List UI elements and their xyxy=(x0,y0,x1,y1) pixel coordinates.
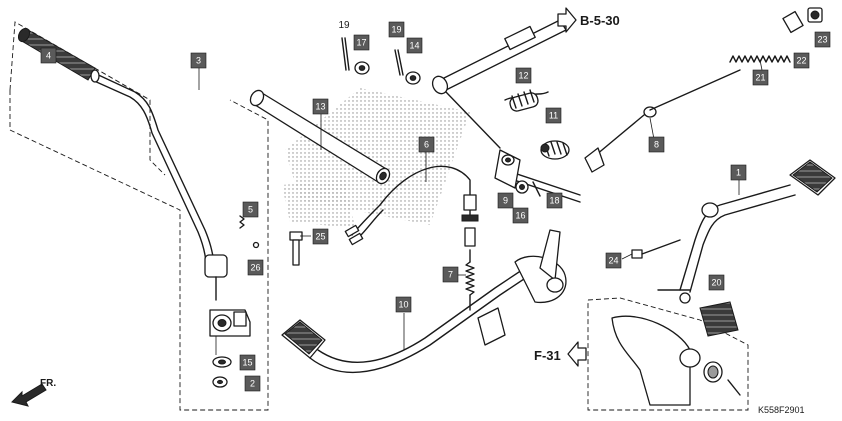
callout-17: 17 xyxy=(353,34,370,51)
washer-17 xyxy=(354,61,370,75)
svg-text:26: 26 xyxy=(250,263,260,273)
svg-text:22: 22 xyxy=(796,56,806,66)
callout-9: 9 xyxy=(497,192,514,209)
kick-arm xyxy=(90,69,228,301)
adjust-nut-23 xyxy=(807,7,823,23)
shading-patches xyxy=(282,88,470,228)
svg-text:25: 25 xyxy=(315,232,325,242)
callout-5: 5 xyxy=(242,201,259,218)
callout-26: 26 xyxy=(247,259,264,276)
callout-4: 4 xyxy=(40,47,57,64)
svg-text:4: 4 xyxy=(46,51,51,61)
pivot-boss xyxy=(209,309,251,337)
pin-19-left xyxy=(341,37,350,71)
svg-text:13: 13 xyxy=(315,102,325,112)
callout-7: 7 xyxy=(442,266,459,283)
callout-8: 8 xyxy=(648,136,665,153)
callout-19-left: 19 xyxy=(338,20,350,31)
svg-text:B-5-30: B-5-30 xyxy=(580,13,620,28)
inset-detail xyxy=(611,315,741,406)
callout-22: 22 xyxy=(793,52,810,69)
callout-24: 24 xyxy=(605,252,622,269)
svg-text:18: 18 xyxy=(549,196,559,206)
detent-spring xyxy=(239,215,260,249)
svg-text:19: 19 xyxy=(391,25,401,35)
svg-text:5: 5 xyxy=(248,205,253,215)
callout-25: 25 xyxy=(312,228,329,245)
washer-9 xyxy=(515,180,529,194)
split-pin-18 xyxy=(532,181,541,197)
svg-text:9: 9 xyxy=(503,196,508,206)
svg-text:2: 2 xyxy=(250,379,255,389)
svg-text:F-31: F-31 xyxy=(534,348,561,363)
adjust-nut-22 xyxy=(782,10,804,34)
return-spring-7 xyxy=(465,249,475,311)
rubber-20 xyxy=(699,301,739,337)
brake-pedal-10 xyxy=(281,229,567,373)
clip-2 xyxy=(212,376,228,388)
svg-text:8: 8 xyxy=(654,140,659,150)
leader-lines xyxy=(198,59,763,350)
bolt-24 xyxy=(631,239,681,259)
svg-text:15: 15 xyxy=(242,358,252,368)
callout-3: 3 xyxy=(190,52,207,69)
callout-1: 1 xyxy=(730,164,747,181)
callout-14: 14 xyxy=(406,37,423,54)
svg-text:17: 17 xyxy=(356,38,366,48)
callout-11: 11 xyxy=(545,107,562,124)
svg-text:11: 11 xyxy=(549,111,558,121)
svg-text:FR.: FR. xyxy=(40,378,56,389)
callout-21: 21 xyxy=(752,69,769,86)
svg-text:1: 1 xyxy=(736,168,741,178)
reference-b-5-30[interactable]: B-5-30 xyxy=(557,7,620,33)
spring-11 xyxy=(540,140,570,160)
svg-text:16: 16 xyxy=(515,211,525,221)
spring-12 xyxy=(504,89,549,112)
reference-f-31[interactable]: F-31 xyxy=(534,341,587,367)
inset-outline xyxy=(587,297,749,411)
callout-18: 18 xyxy=(546,192,563,209)
svg-text:20: 20 xyxy=(711,278,721,288)
svg-text:10: 10 xyxy=(398,300,408,310)
svg-text:19: 19 xyxy=(338,20,350,31)
washer-14 xyxy=(405,71,421,85)
callout-2: 2 xyxy=(244,375,261,392)
svg-text:3: 3 xyxy=(196,56,201,66)
svg-text:6: 6 xyxy=(424,140,429,150)
svg-text:14: 14 xyxy=(409,41,419,51)
figure-code: K558F2901 xyxy=(758,405,805,415)
left-assembly-outline xyxy=(9,21,269,411)
callout-15: 15 xyxy=(239,354,256,371)
switch-cable-6 xyxy=(344,165,479,247)
svg-text:21: 21 xyxy=(755,73,765,83)
svg-text:7: 7 xyxy=(448,270,453,280)
callout-12: 12 xyxy=(515,67,532,84)
callout-6: 6 xyxy=(418,136,435,153)
handle-tube-13 xyxy=(249,89,391,185)
brake-rod-8 xyxy=(584,69,741,173)
front-arrow: FR. xyxy=(11,378,56,407)
upper-cable xyxy=(431,19,567,149)
svg-text:24: 24 xyxy=(608,256,618,266)
callout-19-right: 19 xyxy=(388,21,405,38)
callout-13: 13 xyxy=(312,98,329,115)
pivot-rod xyxy=(494,149,581,203)
callout-16: 16 xyxy=(512,207,529,224)
callout-20: 20 xyxy=(708,274,725,291)
pin-19-right xyxy=(394,49,404,76)
bolt-25 xyxy=(289,231,303,266)
callout-labels: 1 2 3 4 5 6 7 8 9 10 11 12 13 14 15 16 1… xyxy=(40,20,831,392)
callout-10: 10 xyxy=(395,296,412,313)
grip-rubber xyxy=(17,27,96,81)
svg-text:12: 12 xyxy=(518,71,528,81)
washer-15 xyxy=(212,356,232,368)
brake-pedal-1 xyxy=(657,159,836,304)
callout-23: 23 xyxy=(814,31,831,48)
svg-text:23: 23 xyxy=(817,35,827,45)
